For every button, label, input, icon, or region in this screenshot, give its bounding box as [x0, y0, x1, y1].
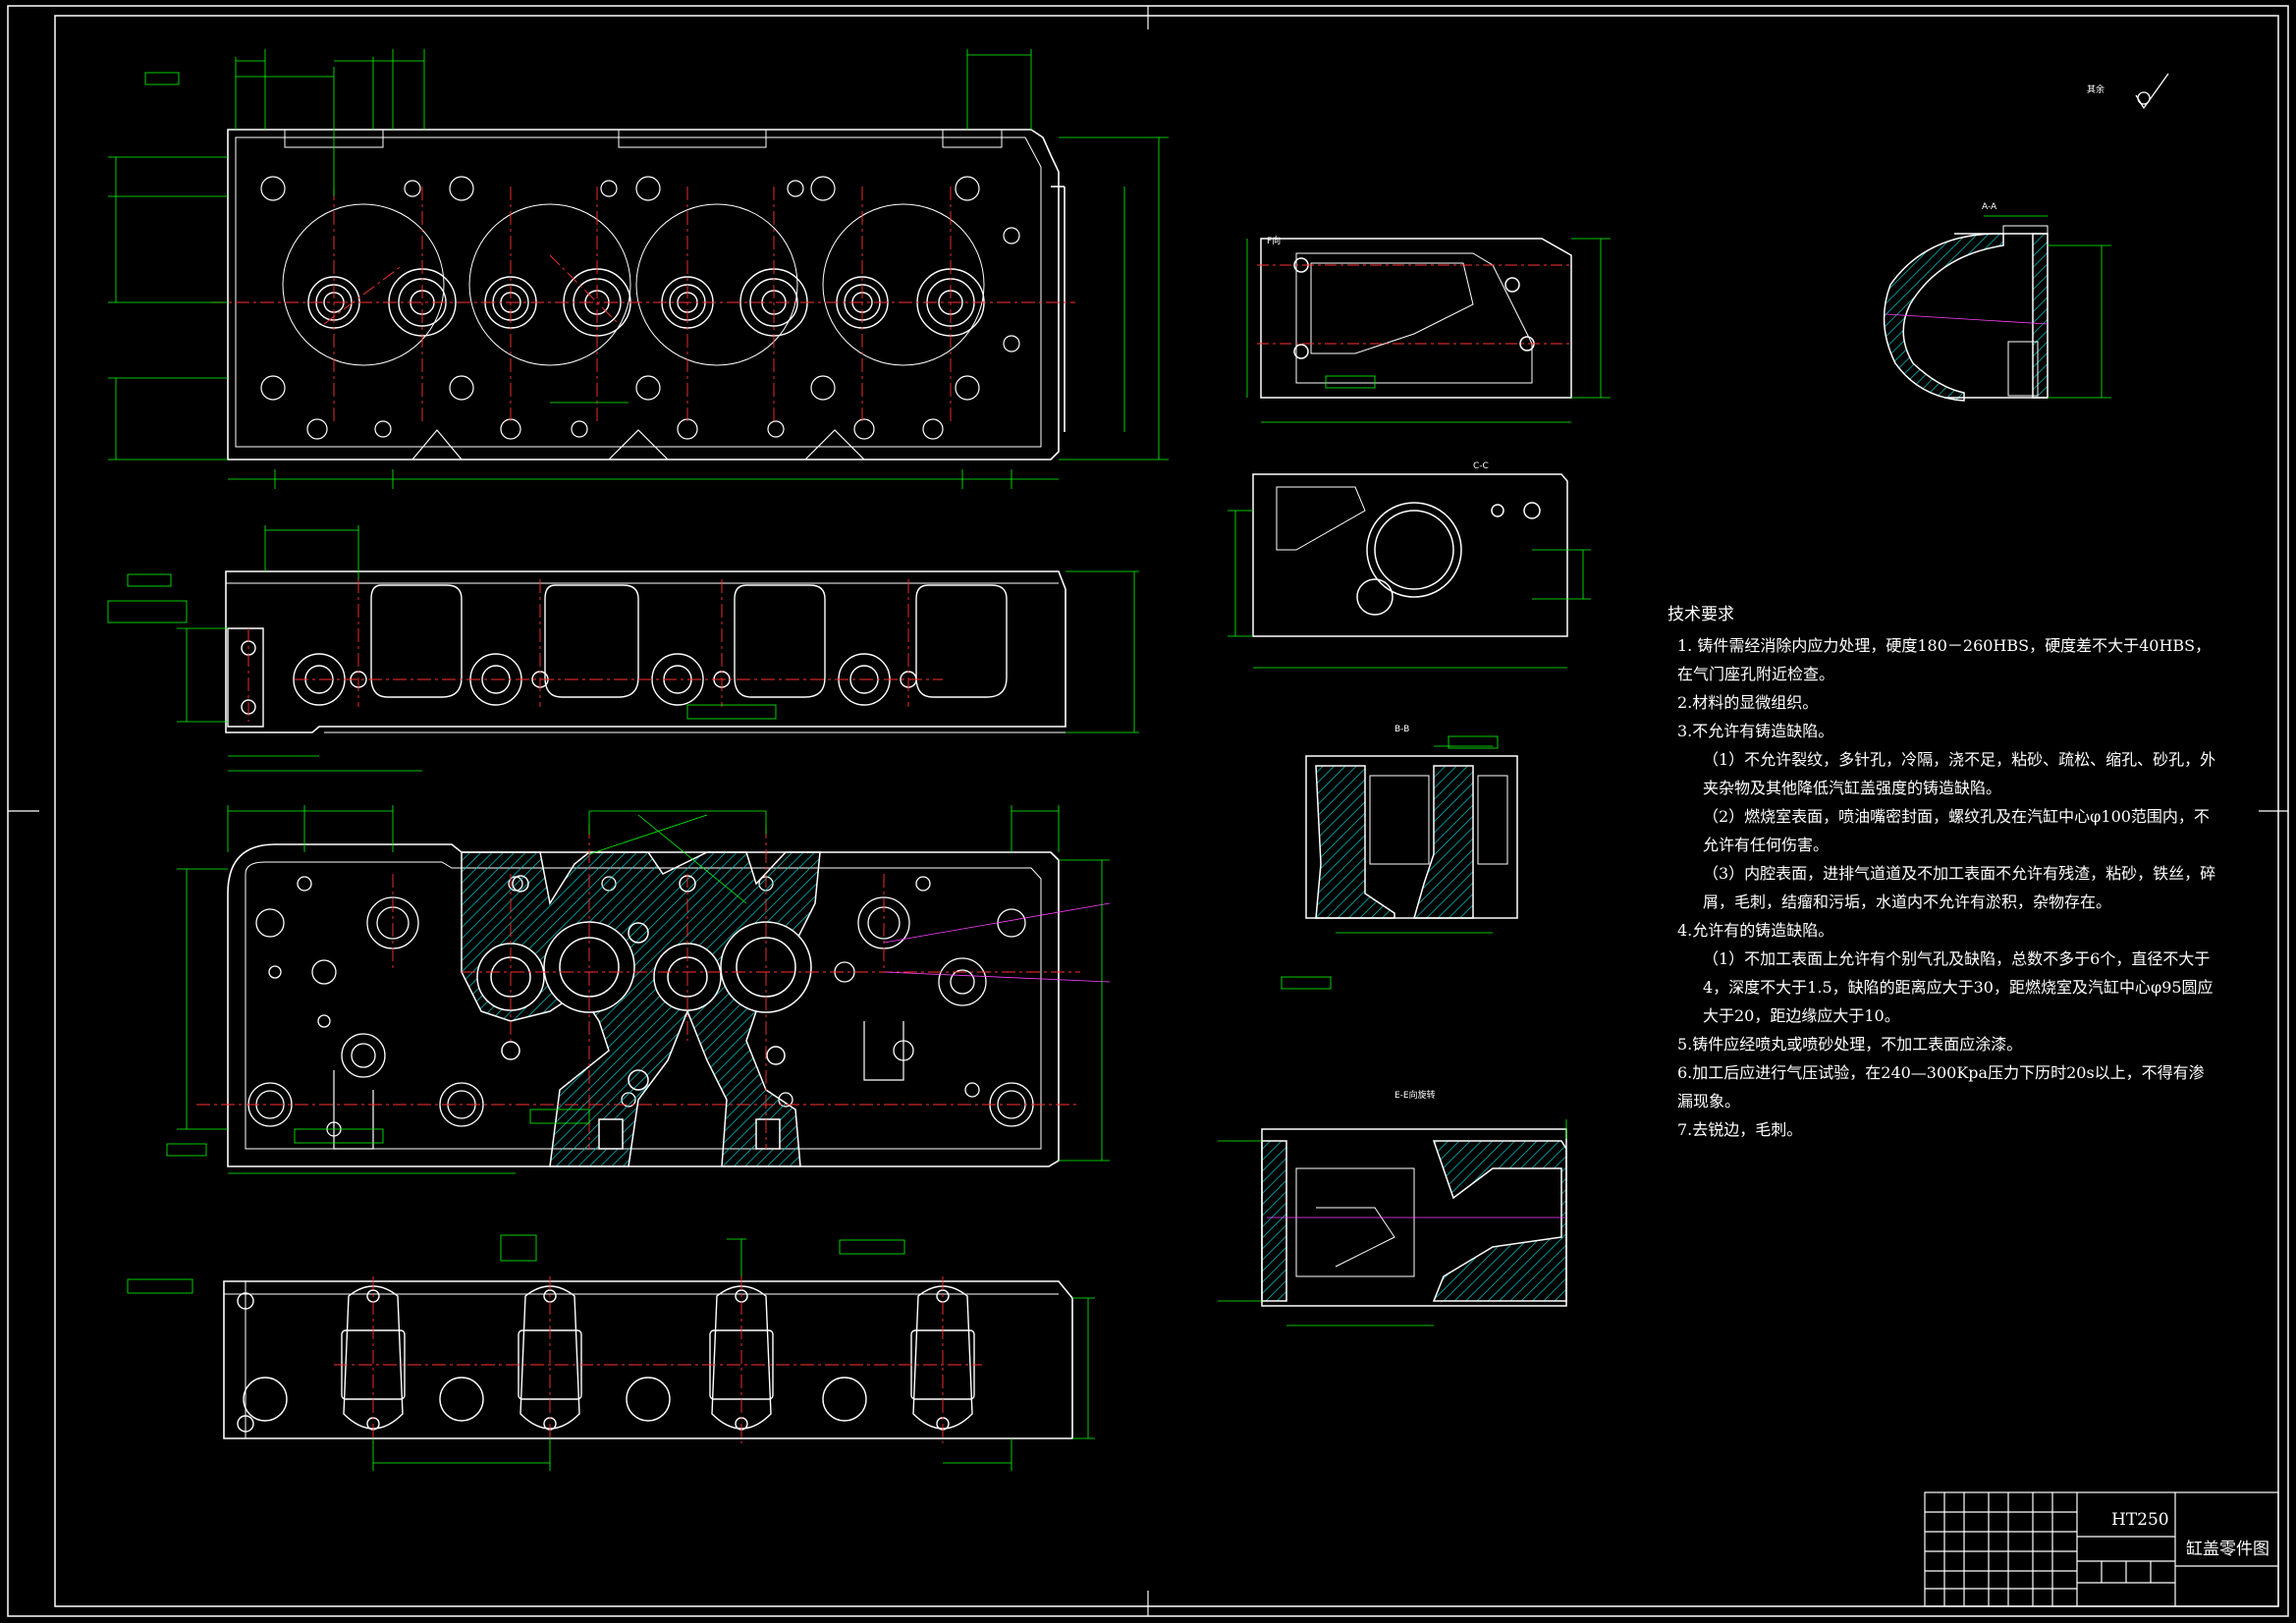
- a-section-label: A-A: [1982, 202, 1997, 212]
- front-view-centerlines: [247, 579, 943, 722]
- section-e-dimensions: [1218, 1119, 1567, 1326]
- f-view-centerlines: [1257, 264, 1571, 345]
- tech-item: 2.材料的显微组织。: [1677, 693, 1819, 712]
- tech-item: 5.铸件应经喷丸或喷砂处理，不加工表面应涂漆。: [1677, 1035, 2023, 1054]
- roughness-symbol: [2135, 73, 2169, 110]
- a-a-section-view: [1883, 225, 2049, 402]
- tech-item: （1）不加工表面上允许有个别气孔及缺陷，总数不多于6个，直径不大于4，深度不大于…: [1703, 949, 2214, 1025]
- bottom-view-dimensions: [166, 805, 1110, 1174]
- side-view-dimensions: [127, 1234, 1095, 1471]
- front-view-dimensions: [107, 525, 1139, 772]
- tech-item: （3）内腔表面，进排气道道及不加工表面不允许有残渣，粘砂，铁丝，碎屑，毛刺，结瘤…: [1703, 864, 2216, 911]
- section-d-dimensions: [1228, 510, 1591, 669]
- section-b-view: [1305, 755, 1518, 919]
- a-a-dimensions: [1984, 215, 2111, 399]
- technical-requirements: 技术要求 1. 铸件需经消除内应力处理，硬度180－260HBS，硬度差不大于4…: [1667, 601, 2217, 1144]
- surface-note: 其余: [2087, 85, 2105, 95]
- section-e-view: [1261, 1128, 1567, 1307]
- top-view-centerlines: [211, 187, 1075, 422]
- centring-marks: [8, 6, 2288, 1616]
- top-view-dimensions: [108, 49, 1169, 489]
- e-section-label: E-E向旋转: [1394, 1091, 1436, 1101]
- title-block: [1924, 1491, 2279, 1607]
- tech-item: 7.去锐边，毛刺。: [1677, 1120, 1803, 1139]
- tech-item: （1）不允许裂纹，多针孔，冷隔，浇不足，粘砂、疏松、缩孔、砂孔，外夹杂物及其他降…: [1703, 750, 2216, 797]
- f-view-dimensions: [1246, 238, 1611, 423]
- section-d-view: [1252, 473, 1568, 637]
- tech-item: 1. 铸件需经消除内应力处理，硬度180－260HBS，硬度差不大于40HBS，…: [1677, 636, 2212, 683]
- side-view-centerlines: [334, 1276, 982, 1443]
- tech-item: 4.允许有的铸造缺陷。: [1677, 921, 1834, 940]
- material-label: HT250: [2111, 1510, 2169, 1530]
- drawing-name: 缸盖零件图: [2186, 1540, 2269, 1559]
- section-b-dimensions: [1281, 735, 1499, 990]
- tech-title: 技术要求: [1667, 605, 1734, 624]
- tech-item: 6.加工后应进行气压试验，在240—300Kpa压力下历时20s以上，不得有渗漏…: [1677, 1063, 2205, 1110]
- bottom-view-hidden: [883, 902, 1111, 983]
- tech-item: 3.不允许有铸造缺陷。: [1677, 722, 1834, 740]
- c-section-label: C-C: [1473, 461, 1489, 471]
- tech-item: （2）燃烧室表面，喷油嘴密封面，螺纹孔及在汽缸中心φ100范围内，不允许有任何伤…: [1703, 807, 2210, 854]
- b-section-label: B-B: [1394, 725, 1410, 734]
- bottom-view-centerlines: [196, 825, 1080, 1149]
- f-view-label: F向: [1267, 237, 1282, 246]
